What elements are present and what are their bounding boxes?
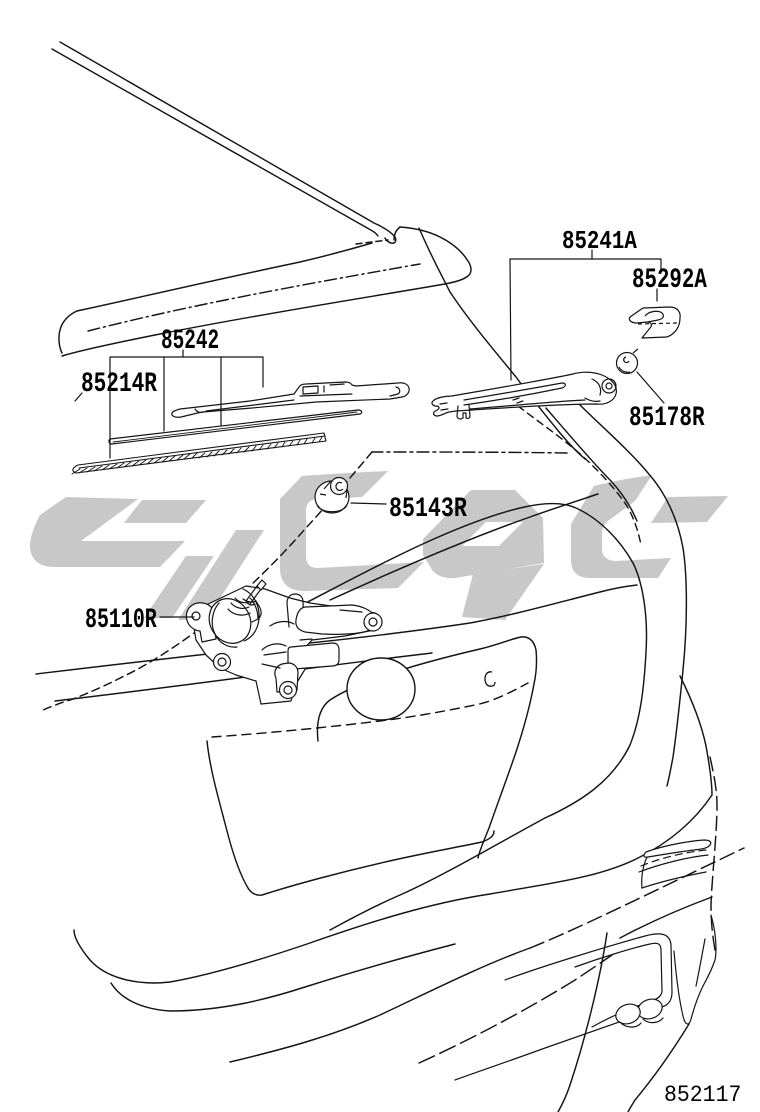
svg-text:85292A: 85292A <box>632 266 707 297</box>
svg-text:85143R: 85143R <box>389 494 467 525</box>
svg-text:85242: 85242 <box>161 326 219 357</box>
svg-text:85178R: 85178R <box>629 404 705 434</box>
svg-text:85214R: 85214R <box>81 370 157 400</box>
svg-text:85110R: 85110R <box>85 605 157 636</box>
svg-text:852117: 852117 <box>664 1081 741 1108</box>
svg-text:85241A: 85241A <box>562 227 637 257</box>
